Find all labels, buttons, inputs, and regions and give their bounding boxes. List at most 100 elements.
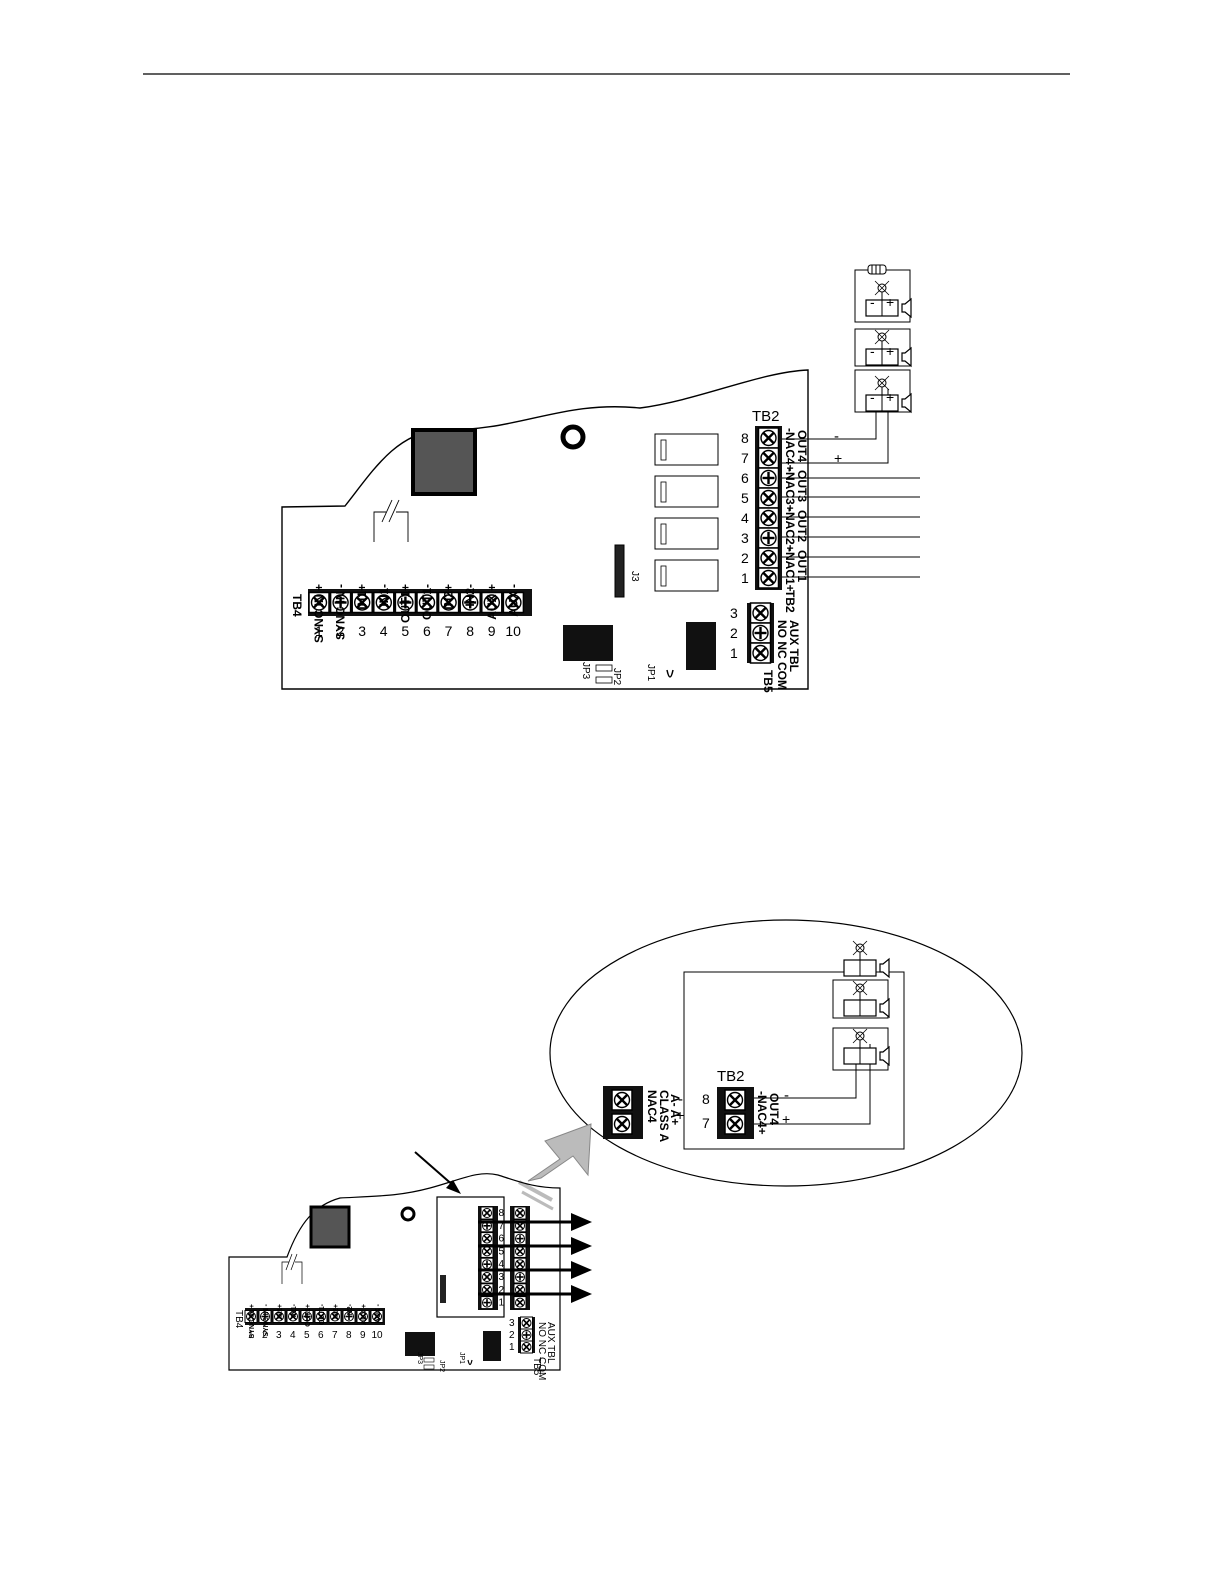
figure-2: TB2 8 7 -NAC4+ OUT4 - + NAC4 CLASS A A- … (228, 919, 1023, 1380)
inset-devices (832, 940, 890, 1071)
tb2-terminal-number: 4 (741, 510, 749, 526)
small-tb4-label: AUX + (361, 1304, 368, 1325)
inset-ellipse (549, 919, 1023, 1187)
figure-1: J3 JP3 JP2 JP1 SYNC IN +SYNC IN -IN1+IN1… (281, 264, 920, 693)
tb4-terminal-number: 3 (358, 623, 366, 639)
small-tb2-number: 3 (498, 1272, 504, 1283)
small-tb2-screw-terminal (513, 1295, 527, 1310)
small-tb5-number: 3 (509, 1318, 515, 1329)
tb5-screw-terminal (749, 601, 772, 625)
tb5-terminal-number: 2 (730, 625, 738, 641)
tb2-terminal-number: 6 (741, 470, 749, 486)
small-tb5-number: 1 (509, 1342, 515, 1353)
device-plus: + (886, 294, 894, 310)
small-tb5-screw-terminal (519, 1340, 534, 1354)
tb2-screw-terminal (757, 546, 780, 570)
module-screw-terminal (480, 1270, 494, 1284)
small-tb4-number: 9 (360, 1330, 366, 1341)
tb2-nac-label: -NAC3+ (783, 468, 797, 512)
small-tb2-number: 5 (498, 1246, 504, 1257)
tb4-terminal-number: 10 (505, 623, 521, 639)
tb4-terminal-number: 6 (423, 623, 431, 639)
small-tb4-label: IN1- (291, 1303, 298, 1317)
small-tb4-number: 5 (304, 1330, 310, 1341)
tb2-screw-terminal (757, 506, 780, 530)
classa-plus: + (676, 1107, 684, 1123)
small-tb4-number: 3 (276, 1330, 282, 1341)
classa-minus: - (678, 1091, 683, 1108)
small-tb4-number: 8 (346, 1330, 352, 1341)
j3-header (614, 544, 625, 598)
tb2-terminal-number: 3 (741, 530, 749, 546)
module-screw-terminal (480, 1295, 494, 1310)
tb2-terminal-number: 7 (741, 450, 749, 466)
tb4-terminal-label: AUX - (506, 584, 520, 617)
eol-resistor-icon (867, 264, 887, 275)
tb2-screw-terminal (757, 526, 780, 550)
inset-tb2-num-7: 7 (702, 1115, 710, 1131)
small-tb4-number: 7 (332, 1330, 338, 1341)
small-tb4-label: AUX - (375, 1303, 382, 1323)
inset-out4-label: OUT4 (767, 1093, 781, 1125)
classa-nac4: NAC4 (645, 1090, 659, 1123)
small-tb5-screw-terminal (519, 1316, 534, 1330)
small-tb4-label: OUT1+ (305, 1304, 312, 1327)
jp1-label: JP1 (645, 664, 656, 682)
tb5-terminal-block: 321 NO NC COM AUX TBL TB5 (730, 601, 801, 693)
inset-minus: - (784, 1087, 789, 1104)
small-tb5-name: TB5 (531, 1357, 542, 1376)
class-a-wiring (683, 971, 905, 1150)
small-switch-icon (281, 1253, 303, 1284)
tb4-terminal-label: SYNC IN - (334, 584, 348, 640)
small-tb2-number: 6 (498, 1234, 504, 1245)
tb4-terminal-label: IN2+ (442, 584, 456, 610)
small-tb5-labels: NO NC COM (536, 1322, 547, 1380)
device-minus: - (870, 389, 875, 405)
arrow-head-icon (571, 1213, 592, 1231)
output-arrows (478, 1213, 592, 1303)
small-tb2-number: 2 (498, 1285, 504, 1296)
classa-terminals: A- A+ (668, 1094, 682, 1125)
tb2-terminal-number: 1 (741, 570, 749, 586)
small-tb2-number: 8 (498, 1208, 504, 1219)
small-jp1-label: JP1 (458, 1352, 465, 1364)
small-mounting-hole (400, 1206, 416, 1222)
small-jp1-block (483, 1331, 501, 1361)
board-outline (281, 369, 809, 690)
jp1-jumper-icon (666, 669, 674, 678)
small-tb2-number: 4 (498, 1259, 504, 1270)
tb5-contacts: NO NC COM (775, 620, 789, 690)
classa-title: CLASS A (657, 1090, 671, 1143)
small-tb5-screw-terminal (519, 1328, 534, 1342)
tb4-terminal-label: SYNC IN + (312, 584, 326, 643)
tb5-terminal-number: 1 (730, 645, 738, 661)
tb5-title: AUX TBL (787, 620, 801, 672)
horn-strobe-icon (843, 940, 890, 978)
tb2-out-label: OUT1 (795, 550, 809, 582)
small-tb4-label: IN2- (347, 1303, 354, 1317)
jp3-block (563, 625, 613, 661)
tb4-terminal-number: 9 (488, 623, 496, 639)
tb5-label: TB5 (761, 670, 775, 693)
tb2-screw-terminal (757, 446, 780, 470)
small-jp3-block (405, 1332, 435, 1356)
tb4-label: TB4 (290, 594, 304, 617)
tb2-title: TB2 (752, 408, 780, 425)
tb4-terminal-label: OUT1- (420, 584, 434, 620)
small-tb2-screw-terminal (513, 1206, 527, 1220)
tb4-terminal-label: IN1+ (355, 584, 369, 610)
device-minus: - (870, 294, 875, 310)
tb4-terminal-block: SYNC IN +SYNC IN -IN1+IN1-OUT1+OUT1-IN2+… (290, 584, 532, 643)
small-jp3-label: JP3 (416, 1352, 423, 1364)
tb4-terminal-number: 8 (466, 623, 474, 639)
inset-tb2-num-8: 8 (702, 1091, 710, 1107)
processor-chip (411, 428, 477, 496)
small-tb2-screw-terminal (513, 1257, 527, 1271)
small-tb4-number: 2 (262, 1330, 268, 1341)
tb4-terminal-label: IN2- (463, 584, 477, 607)
horn-strobe-icon (843, 980, 890, 1018)
module-screw-terminal (480, 1257, 494, 1271)
